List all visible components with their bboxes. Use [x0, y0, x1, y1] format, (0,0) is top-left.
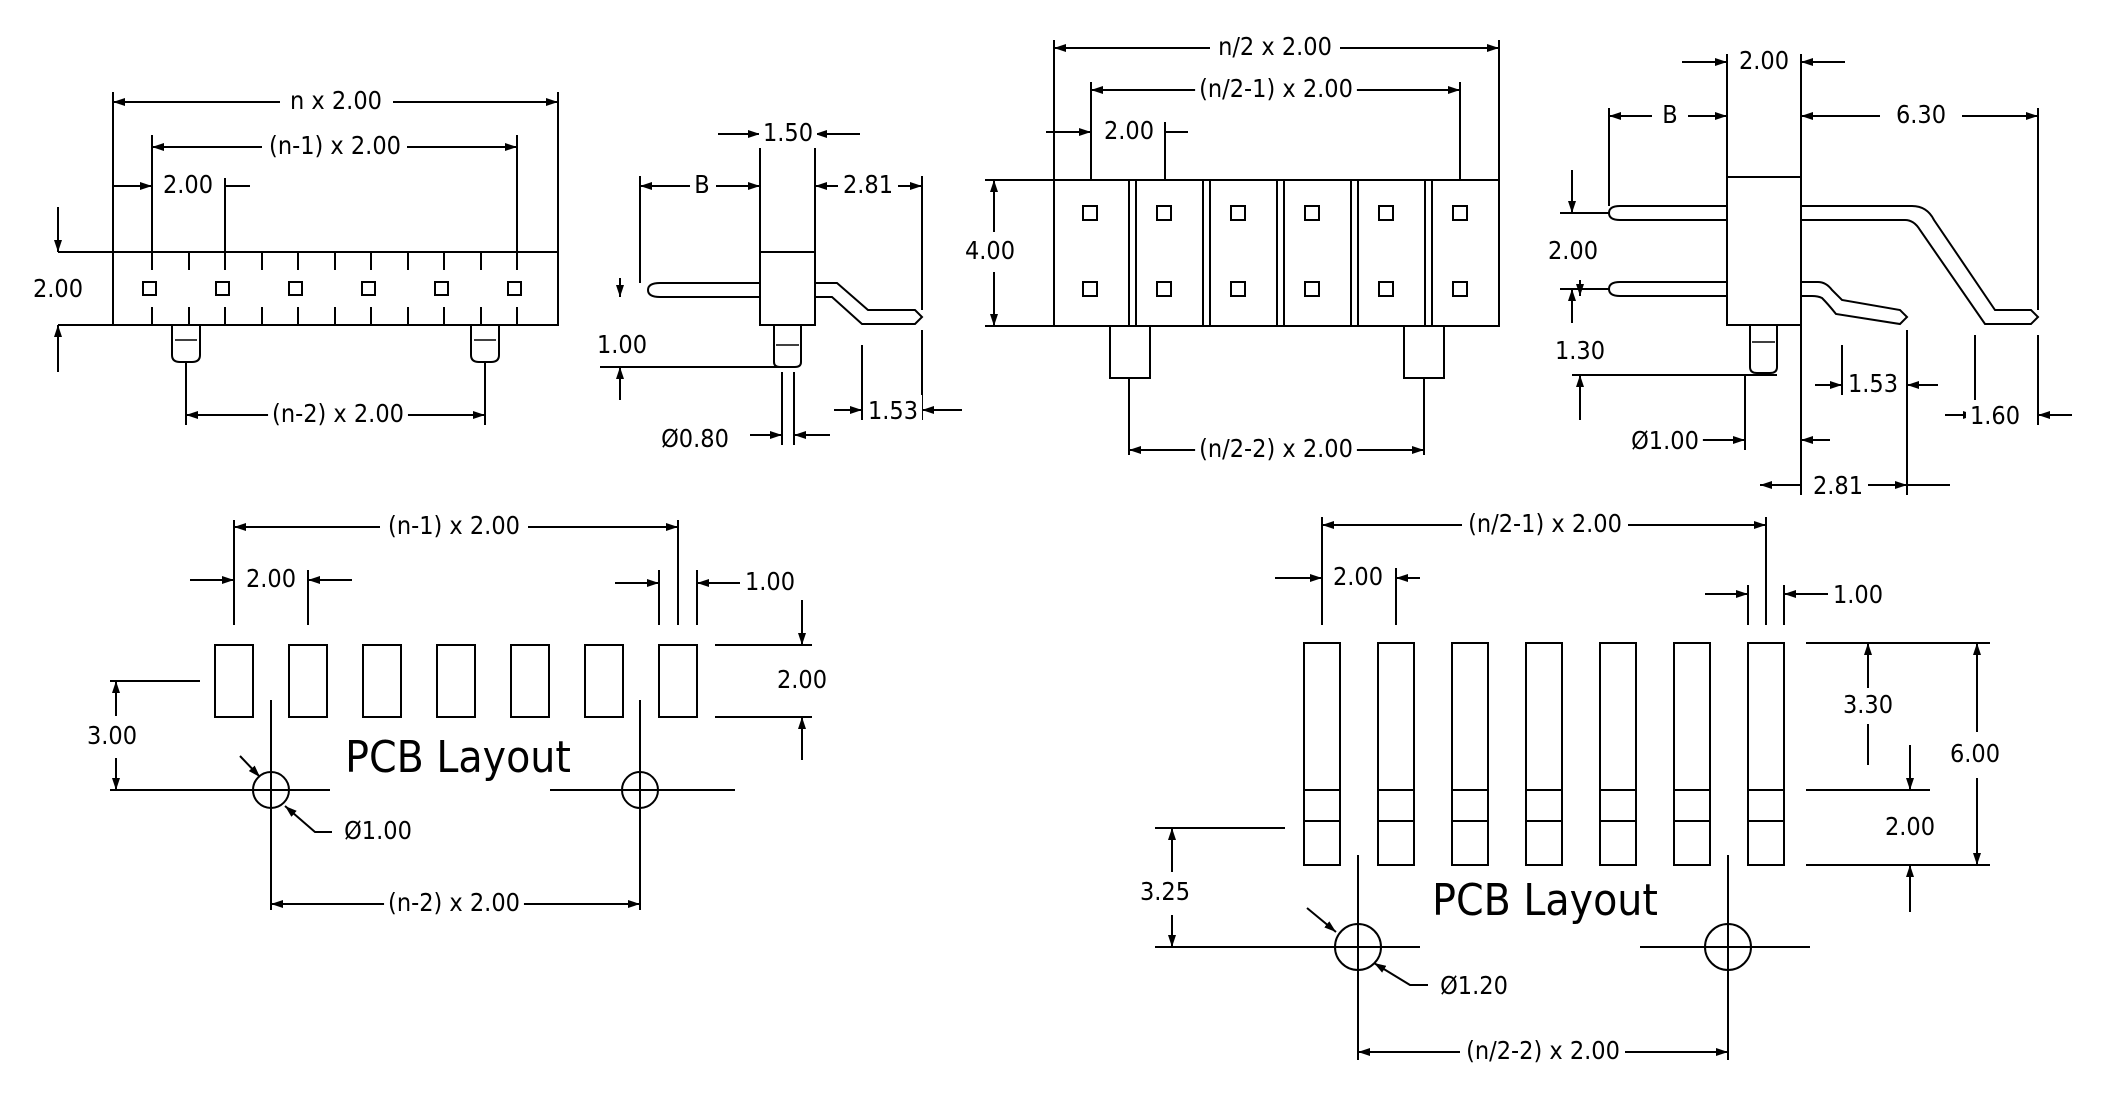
dim-total-width: n/2 x 2.00: [1218, 32, 1332, 61]
dim-tail-width: 1.60: [1970, 401, 2020, 430]
dim-hole-diameter: Ø1.20: [1440, 971, 1508, 1000]
view-single-row-front-dims: [54, 92, 559, 425]
pcb-layout-single-row-dims: [110, 520, 812, 908]
dim-pad-height: 2.00: [1885, 812, 1935, 841]
view-single-row-front-labels: n x 2.00 (n-1) x 2.00 2.00 2.00 (n-2) x …: [28, 85, 408, 429]
dim-pin-span: (n-1) x 2.00: [388, 511, 520, 540]
dim-post-span: (n-2) x 2.00: [388, 888, 520, 917]
dim-post-diameter: Ø1.00: [1631, 426, 1699, 455]
dim-height: 2.00: [33, 274, 83, 303]
dim-height: 4.00: [965, 236, 1015, 265]
dim-pin-span: (n/2-1) x 2.00: [1468, 509, 1622, 538]
pcb-layout-title: PCB Layout: [1432, 875, 1658, 926]
dim-pitch: 2.00: [1739, 46, 1789, 75]
dim-pad-height: 2.00: [777, 665, 827, 694]
dim-pin-height: 1.00: [597, 330, 647, 359]
view-single-row-side: [646, 251, 924, 368]
dim-tail-length-2: 2.81: [1813, 471, 1863, 500]
view-double-row-side-labels: 2.00 B 6.30 2.00 1.30 1.53 1.60 Ø1.00 2.…: [1543, 45, 2025, 501]
dim-pin-span: (n-1) x 2.00: [269, 131, 401, 160]
view-double-row-side-dims: [1560, 54, 2072, 495]
view-single-row-side-labels: 1.50 B 2.81 1.00 Ø0.80 1.53: [592, 117, 923, 454]
dim-row-spacing: 2.00: [1548, 236, 1598, 265]
pcb-layout-double-row-labels: (n/2-1) x 2.00 2.00 1.00 3.30 6.00 2.00 …: [1135, 508, 2005, 1066]
dim-total-width: n x 2.00: [290, 86, 382, 115]
dim-tail-length: 2.81: [843, 170, 893, 199]
dim-hole-offset: 3.00: [87, 721, 137, 750]
dim-pin-width: 1.50: [763, 118, 813, 147]
dim-post-span: (n/2-2) x 2.00: [1199, 434, 1353, 463]
dim-pitch: 2.00: [246, 564, 296, 593]
pcb-layout-double-row: [1155, 642, 1810, 1060]
dim-hole-offset: 3.25: [1140, 877, 1190, 906]
dim-post-span: (n-2) x 2.00: [272, 399, 404, 428]
view-double-row-front-dims: [985, 40, 1500, 455]
dim-pitch: 2.00: [1333, 562, 1383, 591]
dim-pin-span: (n/2-1) x 2.00: [1199, 74, 1353, 103]
pcb-layout-single-row-labels: (n-1) x 2.00 2.00 1.00 2.00 3.00 PCB Lay…: [82, 510, 832, 918]
dim-tail-offset: 1.53: [868, 396, 918, 425]
view-double-row-side: [1607, 176, 2040, 374]
view-double-row-front: [1053, 179, 1500, 379]
pcb-layout-single-row: [110, 644, 735, 910]
dim-pad-width: 1.00: [1833, 580, 1883, 609]
dim-post-span: (n/2-2) x 2.00: [1466, 1036, 1620, 1065]
dim-pitch: 2.00: [1104, 116, 1154, 145]
dim-hole-diameter: Ø1.00: [344, 816, 412, 845]
view-double-row-front-labels: n/2 x 2.00 (n/2-1) x 2.00 2.00 4.00 (n/2…: [960, 31, 1357, 464]
pcb-layout-title: PCB Layout: [345, 732, 571, 783]
view-single-row-front: [112, 251, 559, 363]
dim-total-height: 6.00: [1950, 739, 2000, 768]
dim-post-offset: 1.53: [1848, 369, 1898, 398]
dim-pin-height: 1.30: [1555, 336, 1605, 365]
dim-tail-length: 6.30: [1896, 100, 1946, 129]
pcb-layout-double-row-dims: [1155, 517, 1990, 1056]
dim-row-spacing: 3.30: [1843, 690, 1893, 719]
dim-b: B: [694, 170, 709, 199]
dim-post-diameter: Ø0.80: [661, 424, 729, 453]
dim-pad-width: 1.00: [745, 567, 795, 596]
dim-b: B: [1662, 100, 1677, 129]
dim-pitch: 2.00: [163, 170, 213, 199]
